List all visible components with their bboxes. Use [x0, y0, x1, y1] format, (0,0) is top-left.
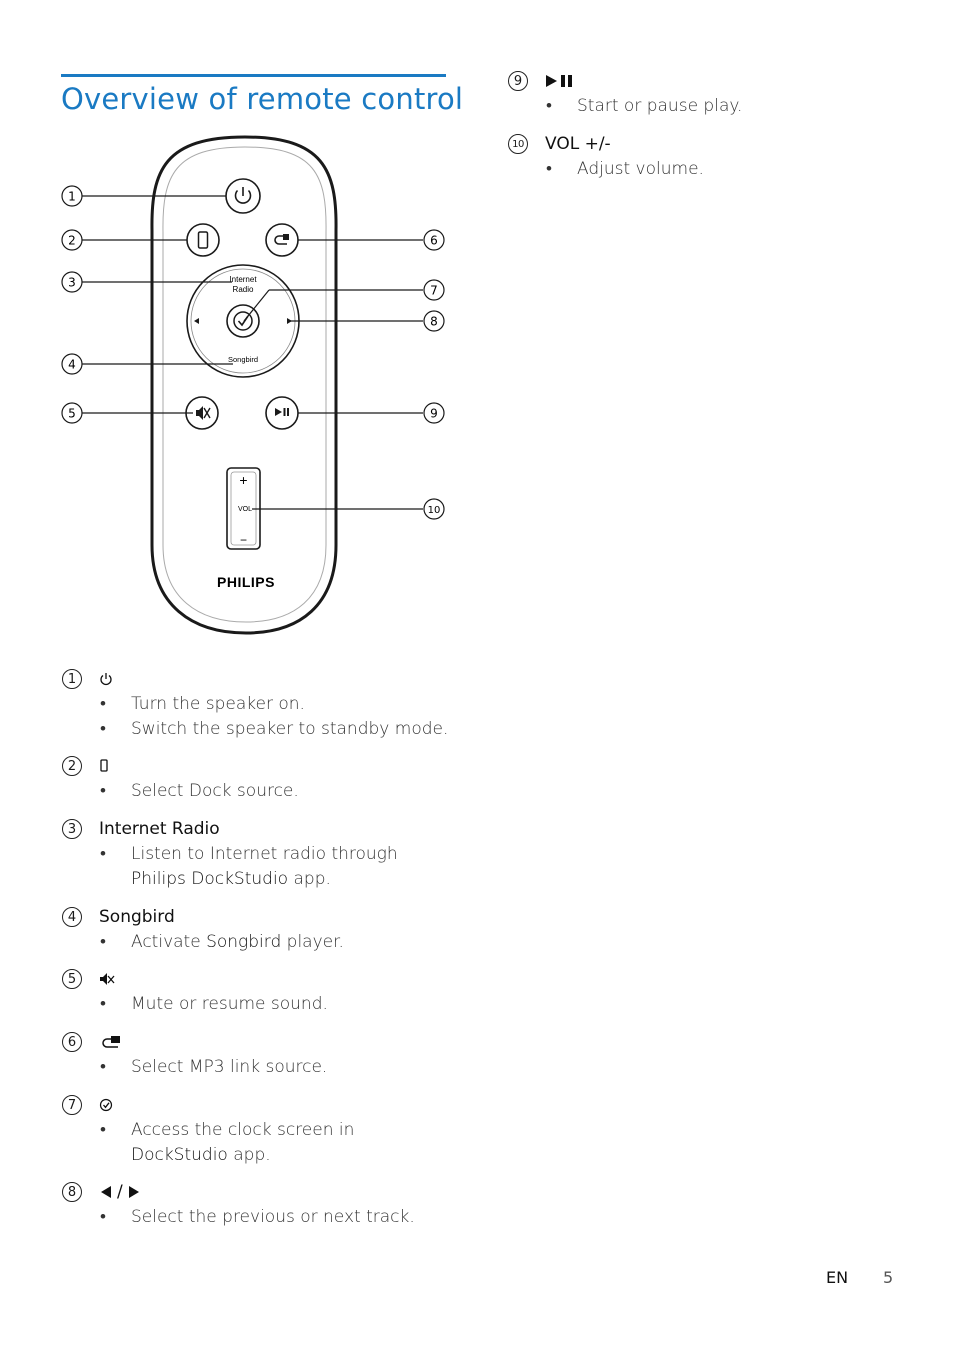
callout-4: 4 — [68, 358, 76, 372]
item-5: 5 Mute or resume sound. — [62, 968, 462, 1017]
bullet-emphasis: Songbird — [206, 932, 282, 952]
item-heading: Internet Radio — [99, 819, 220, 839]
item-6: 6 Select MP3 link source. — [62, 1031, 462, 1080]
remote-mute-button — [185, 396, 219, 430]
bullet-text: Activate — [131, 932, 207, 952]
item-number: 8 — [62, 1182, 82, 1202]
next-icon — [127, 1185, 141, 1199]
item-number: 1 — [62, 669, 82, 689]
callout-10: 10 — [428, 505, 441, 516]
callout-lines — [82, 195, 423, 510]
dock-icon — [99, 758, 109, 774]
bullet: Listen to Internet radio through Philips… — [62, 842, 443, 892]
callout-2: 2 — [68, 234, 76, 248]
bullet-emphasis: Philips DockStudio — [131, 869, 289, 889]
prev-next-separator: / — [117, 1182, 123, 1202]
nav-label-radio: Radio — [233, 285, 254, 294]
power-icon — [99, 672, 113, 686]
mp3-link-icon — [99, 1034, 121, 1050]
item-number: 3 — [62, 819, 82, 839]
remote-mp3-link-button — [265, 223, 299, 257]
nav-label-songbird: Songbird — [228, 355, 258, 364]
nav-label-internet: Internet — [229, 275, 257, 284]
callout-7: 7 — [430, 284, 438, 298]
bullet-text: Listen to Internet radio through — [131, 844, 398, 864]
footer-language: EN — [826, 1268, 849, 1287]
bullet: Select Dock source. — [62, 779, 462, 804]
bullet: Select MP3 link source. — [62, 1055, 462, 1080]
vol-label: VOL — [238, 506, 252, 513]
item-number: 7 — [62, 1095, 82, 1115]
bullet: Adjust volume. — [508, 157, 908, 182]
remote-body-inner — [162, 146, 327, 623]
item-3: 3 Internet Radio Listen to Internet radi… — [62, 818, 462, 892]
item-4: 4 Songbird Activate Songbird player. — [62, 906, 462, 955]
remote-volume-rocker: + VOL − — [226, 467, 261, 550]
item-heading: Songbird — [99, 907, 175, 927]
previous-icon — [99, 1185, 113, 1199]
page-number: 5 — [883, 1268, 894, 1287]
bullet-text: Access the clock screen in — [131, 1120, 355, 1140]
title-rule — [61, 74, 446, 77]
bullet-text: player. — [281, 932, 344, 952]
item-1: 1 Turn the speaker on. Switch the speake… — [62, 668, 462, 742]
callout-numbers: 1 2 3 4 5 6 7 8 9 10 — [61, 185, 445, 520]
remote-brand-logo: PHILIPS — [217, 574, 275, 590]
mute-icon — [99, 972, 115, 986]
check-icon — [99, 1098, 113, 1112]
item-number: 4 — [62, 907, 82, 927]
remote-dock-button — [186, 223, 220, 257]
remote-control-diagram: Internet Radio Songbird + VOL − PHILIPS — [61, 135, 445, 635]
item-heading: VOL +/- — [545, 134, 611, 154]
vol-minus-label: − — [240, 533, 247, 547]
bullet: Access the clock screen in DockStudio ap… — [62, 1118, 451, 1168]
bullet: Select the previous or next track. — [62, 1205, 462, 1230]
remote-play-pause-button — [265, 396, 299, 430]
bullet-text: app. — [288, 869, 331, 889]
item-2: 2 Select Dock source. — [62, 755, 462, 804]
bullet-text: app. — [227, 1145, 271, 1165]
bullet: Switch the speaker to standby mode. — [62, 717, 462, 742]
callout-6: 6 — [430, 234, 438, 248]
callout-1: 1 — [68, 190, 76, 204]
bullet-emphasis: DockStudio — [131, 1145, 228, 1165]
callout-9: 9 — [430, 407, 438, 421]
item-number: 5 — [62, 969, 82, 989]
item-number: 2 — [62, 756, 82, 776]
callout-3: 3 — [68, 276, 76, 290]
callout-8: 8 — [430, 315, 438, 329]
remote-power-button — [225, 178, 261, 214]
vol-plus-label: + — [239, 472, 247, 488]
item-9: 9 Start or pause play. — [508, 70, 908, 119]
play-pause-icon — [545, 74, 577, 88]
bullet: Mute or resume sound. — [62, 992, 462, 1017]
item-number: 10 — [508, 134, 528, 154]
item-number: 6 — [62, 1032, 82, 1052]
item-7: 7 Access the clock screen in DockStudio … — [62, 1094, 462, 1168]
bullet: Turn the speaker on. — [62, 692, 462, 717]
bullet: Start or pause play. — [508, 94, 908, 119]
item-10: 10 VOL +/- Adjust volume. — [508, 133, 908, 182]
page-title: Overview of remote control — [61, 82, 464, 116]
item-8: 8 / Select the previous or next track. — [62, 1181, 462, 1230]
bullet: Activate Songbird player. — [62, 930, 462, 955]
item-number: 9 — [508, 71, 528, 91]
callout-5: 5 — [68, 407, 76, 421]
